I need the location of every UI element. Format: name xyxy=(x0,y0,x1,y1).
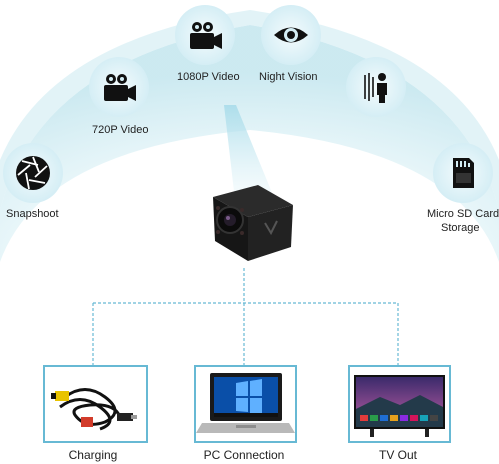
usb-cable-icon xyxy=(51,388,137,431)
snapshot-badge xyxy=(3,143,63,203)
pc-connection-image xyxy=(194,365,297,443)
video-camera-icon xyxy=(190,22,222,49)
sd-card-badge xyxy=(433,143,493,203)
night-vision-label: Night Vision xyxy=(259,71,318,83)
motion-detection-icon xyxy=(364,73,387,103)
aperture-icon xyxy=(16,156,50,190)
pc-connection-label: PC Connection xyxy=(203,448,285,462)
tv-out-image xyxy=(348,365,451,443)
sd-card-icon xyxy=(453,158,474,188)
video720-badge xyxy=(89,57,149,117)
television-icon xyxy=(354,375,445,437)
charging-cable-image xyxy=(43,365,148,443)
charging-label: Charging xyxy=(68,448,118,462)
motion-badge xyxy=(346,57,406,117)
video-camera-icon xyxy=(104,74,136,101)
video1080-badge xyxy=(175,5,235,65)
sd-card-label-line2: Storage xyxy=(441,222,480,234)
video1080-label: 1080P Video xyxy=(177,71,240,83)
video720-label: 720P Video xyxy=(92,124,149,136)
snapshot-label: Snapshoot xyxy=(6,208,59,220)
sd-card-label-line1: Micro SD Card xyxy=(427,208,499,220)
tv-out-label: TV Out xyxy=(378,448,417,462)
eye-icon xyxy=(274,27,308,43)
laptop-icon xyxy=(196,373,295,433)
night-vision-badge xyxy=(261,5,321,65)
mini-camera-image xyxy=(213,185,293,261)
